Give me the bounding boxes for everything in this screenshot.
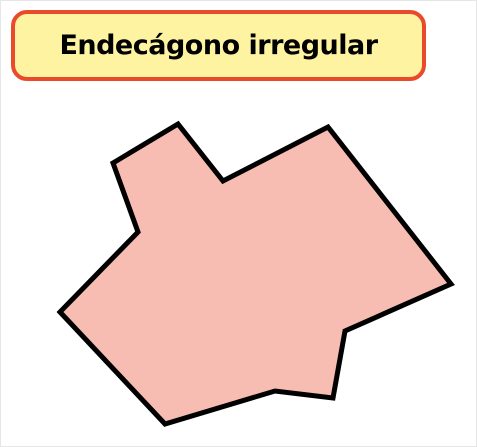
page-title: Endecágono irregular	[59, 30, 378, 61]
title-banner: Endecágono irregular	[11, 10, 426, 81]
irregular-hendecagon-shape	[56, 120, 455, 427]
